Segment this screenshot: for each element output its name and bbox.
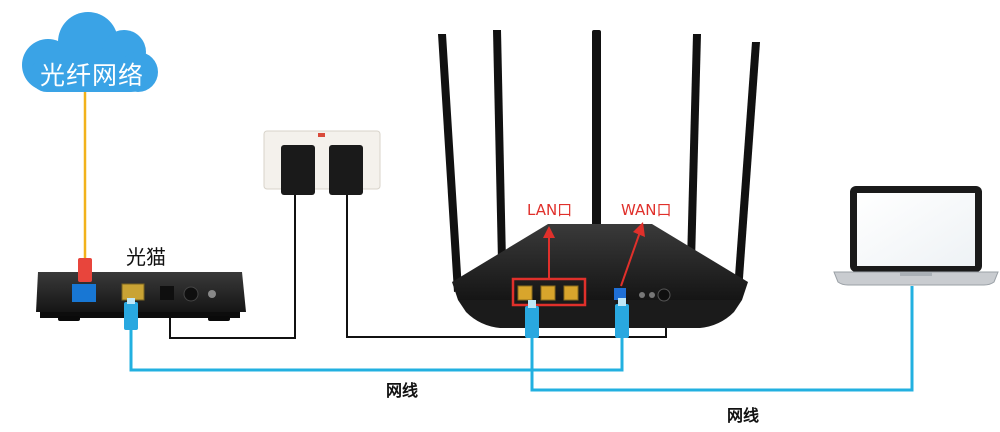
fiber-connector <box>78 258 92 282</box>
lan-port-highlight <box>511 277 587 307</box>
lan-port-label: LAN口 <box>527 201 573 219</box>
power-adapter-icon <box>263 130 381 195</box>
cable-label-lan-laptop: 网线 <box>727 406 760 425</box>
lan-to-laptop-cable <box>530 286 914 392</box>
modem-power-cable <box>169 195 296 339</box>
ethernet-plug-wan <box>615 298 629 338</box>
router-antennas <box>438 30 760 292</box>
wan-arrow <box>620 222 645 287</box>
lan-arrow <box>543 226 555 278</box>
ethernet-plug-lan <box>525 300 539 338</box>
cloud-label: 光纤网络 <box>40 61 145 90</box>
modem-icon <box>36 272 246 321</box>
ethernet-plug-modem <box>124 298 138 330</box>
cable-label-modem-wan: 网线 <box>386 381 419 400</box>
router-icon <box>452 224 748 328</box>
laptop-icon <box>833 186 999 286</box>
cloud-icon <box>22 12 158 92</box>
modem-to-wan-cable <box>129 330 624 372</box>
wan-port-label: WAN口 <box>621 201 672 219</box>
modem-label: 光猫 <box>126 245 166 269</box>
